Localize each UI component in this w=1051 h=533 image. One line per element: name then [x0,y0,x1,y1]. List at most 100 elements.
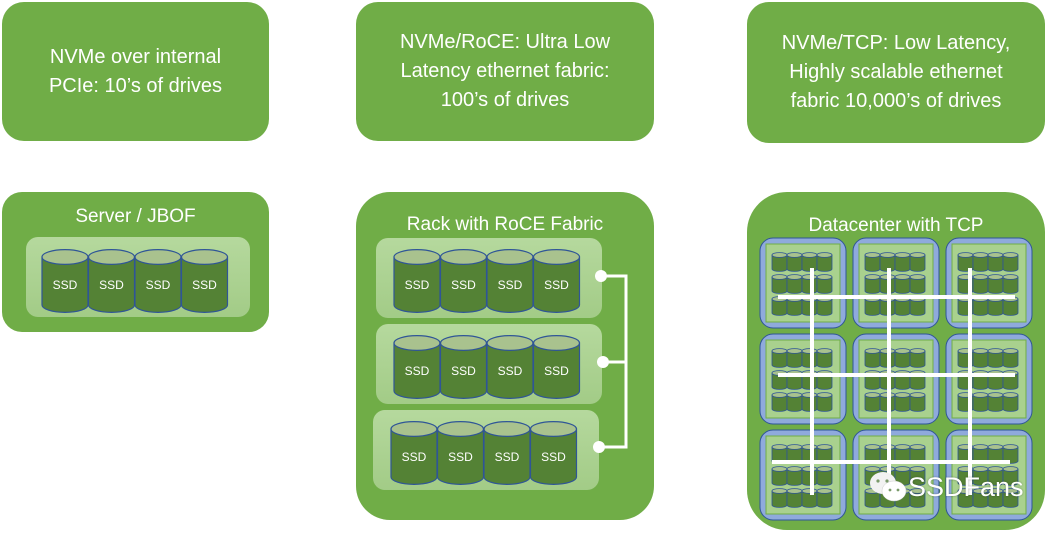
ssd-drive-icon [1002,488,1019,508]
ssd-drive-top [786,466,803,472]
ssd-drive-icon [771,348,788,368]
ssd-label: SSD [192,278,217,292]
ssd-drive-body [909,298,926,316]
ssd-drive-icon [801,348,818,368]
ssd-drive-top [390,421,438,437]
ssd-drive-top [1002,444,1019,450]
ssd-drive-top [486,335,534,351]
ssd-drive-icon: SSD [532,335,581,399]
ssd-drive-body [41,256,89,313]
ssd-drive-top [771,252,788,258]
description-roce: NVMe/RoCE: Ultra Low Latency ethernet fa… [356,2,654,141]
ssd-drive-icon [1002,392,1019,412]
ssd-drive-icon: SSD [483,421,531,485]
ssd-drive-icon [801,252,818,272]
ssd-label: SSD [405,278,430,292]
ssd-drive-top [972,274,989,280]
ssd-drive-body [1002,254,1019,272]
ssd-drive-top [786,348,803,354]
ssd-drive-body [180,256,229,313]
ssd-drive-icon [879,252,896,272]
ssd-drive-top [1002,466,1019,472]
ssd-drive-body [439,342,488,399]
ssd-drive-top [987,348,1004,354]
ssd-drive-top [786,444,803,450]
ssd-drive-top [771,488,788,494]
ssd-drive-top [134,249,182,265]
ssd-drive-top [909,444,926,450]
ssd-drive-top [393,335,441,351]
ssd-drive-top [87,249,136,265]
ssd-drive-top [1002,488,1019,494]
ssd-drive-body [909,350,926,368]
ssd-drive-icon [972,296,989,316]
ssd-drive-icon [816,252,833,272]
ssd-drive-top [816,274,833,280]
ssd-drive-top [972,348,989,354]
ssd-drive-icon [786,466,803,486]
ssd-drive-top [909,488,926,494]
ssd-drive-icon: SSD [41,249,89,313]
ssd-drive-icon: SSD [532,249,581,313]
ssd-drive-top [909,466,926,472]
ssd-drive-top [894,348,911,354]
ssd-drive-top [771,444,788,450]
ssd-drive-icon [987,274,1004,294]
ssd-label: SSD [498,364,523,378]
ssd-drive-icon: SSD [393,335,441,399]
ssd-drive-body [529,428,578,485]
ssd-drive-top [1002,348,1019,354]
ssd-drive-icon [816,348,833,368]
ssd-drive-body [909,276,926,294]
wechat-icon [870,472,907,502]
ssd-drive-top [801,444,818,450]
ssd-drive-body [816,372,833,390]
ssd-label: SSD [53,278,78,292]
watermark-text: SSDFans [908,471,1024,502]
ssd-drive-icon [987,392,1004,412]
ssd-drive-top [864,392,881,398]
ssd-drive-icon [801,392,818,412]
ssd-drive-body [816,350,833,368]
ssd-drive-icon [972,274,989,294]
ssd-drive-icon [786,296,803,316]
ssd-drive-top [894,392,911,398]
ssd-drive-body [486,342,534,399]
ssd-drive-top [816,252,833,258]
ssd-drive-icon [909,466,926,486]
ssd-drive-top [439,335,488,351]
ssd-label: SSD [405,364,430,378]
ssd-drive-icon [786,274,803,294]
ssd-drive-icon: SSD [439,335,488,399]
ssd-drive-icon [894,392,911,412]
server-panel-title: Server / JBOF [75,206,196,227]
ssd-drive-body [816,254,833,272]
ssd-drive-icon [972,252,989,272]
ssd-drive-top [972,392,989,398]
ssd-drive-icon [786,392,803,412]
ssd-drive-top [909,252,926,258]
ssd-drive-top [816,444,833,450]
port-dot-icon [597,356,609,368]
ssd-drive-body [532,256,581,313]
ssd-label: SSD [451,364,476,378]
port-dot-icon [595,270,607,282]
ssd-drive-top [486,249,534,265]
port-dot-icon [593,441,605,453]
ssd-label: SSD [451,278,476,292]
ssd-drive-icon [771,274,788,294]
ssd-drive-top [987,392,1004,398]
ssd-drive-icon [909,392,926,412]
ssd-drive-top [972,252,989,258]
ssd-drive-top [801,466,818,472]
ssd-drive-top [41,249,89,265]
ssd-label: SSD [146,278,171,292]
ssd-drive-top [771,274,788,280]
ssd-drive-top [801,488,818,494]
ssd-drive-icon [801,488,818,508]
ssd-drive-icon [816,488,833,508]
ssd-drive-icon: SSD [87,249,136,313]
ssd-drive-icon [864,392,881,412]
ssd-drive-top [987,252,1004,258]
